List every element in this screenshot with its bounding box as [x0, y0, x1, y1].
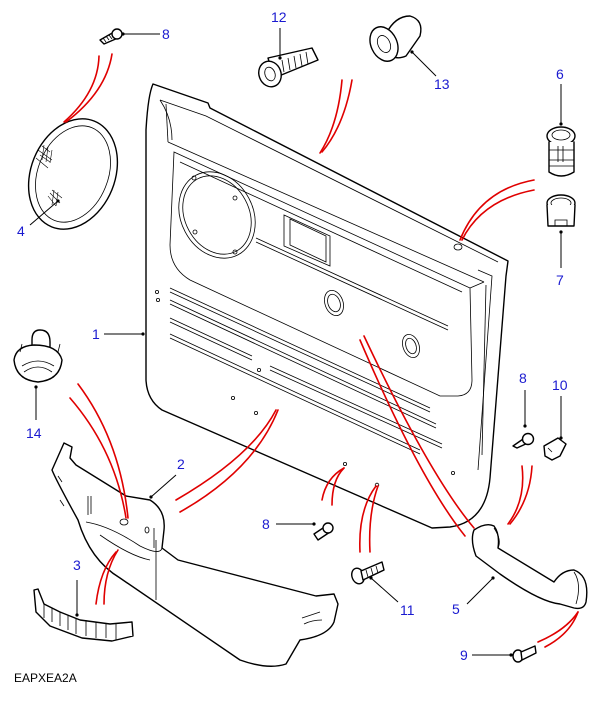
callout-4[interactable]: 4: [17, 223, 25, 239]
callout-6[interactable]: 6: [556, 66, 564, 82]
callouts: 8 12 13 6 7 4 1 14 2 3 8 11 8 10 5 9: [17, 9, 568, 663]
trim-clip[interactable]: [546, 126, 576, 177]
speed-nut[interactable]: [543, 437, 567, 461]
callout-8-right[interactable]: 8: [519, 370, 527, 386]
callout-13[interactable]: 13: [434, 76, 450, 92]
callout-14[interactable]: 14: [26, 425, 42, 441]
callout-11[interactable]: 11: [400, 602, 415, 618]
callout-9[interactable]: 9: [460, 647, 468, 663]
bush[interactable]: [365, 15, 422, 66]
screw-9[interactable]: [512, 645, 537, 663]
callout-5[interactable]: 5: [452, 601, 460, 617]
screw-8-top[interactable]: [99, 28, 123, 45]
armrest-insert[interactable]: [33, 588, 134, 642]
screw-8-right[interactable]: [512, 432, 535, 449]
reference-code: EAPXEA2A: [14, 671, 77, 685]
armrest-pocket[interactable]: [51, 442, 339, 667]
callout-12[interactable]: 12: [271, 9, 287, 25]
grommet[interactable]: [546, 194, 576, 227]
callout-7[interactable]: 7: [556, 272, 564, 288]
callout-8-top[interactable]: 8: [162, 26, 170, 42]
fixing-plug[interactable]: [255, 47, 319, 90]
callout-8-lower[interactable]: 8: [262, 516, 270, 532]
speaker-grille[interactable]: [13, 105, 134, 242]
courtesy-lamp[interactable]: [13, 329, 63, 383]
callout-3[interactable]: 3: [73, 557, 81, 573]
fixing-lines: [63, 53, 579, 648]
callout-2[interactable]: 2: [177, 456, 185, 472]
callout-10[interactable]: 10: [552, 377, 568, 393]
leader-lines: [29, 28, 563, 657]
door-trim-panel[interactable]: [145, 83, 509, 529]
grab-handle[interactable]: [471, 523, 588, 610]
screw-11[interactable]: [350, 561, 385, 586]
screw-8-lower[interactable]: [313, 522, 334, 541]
callout-1[interactable]: 1: [92, 326, 100, 342]
